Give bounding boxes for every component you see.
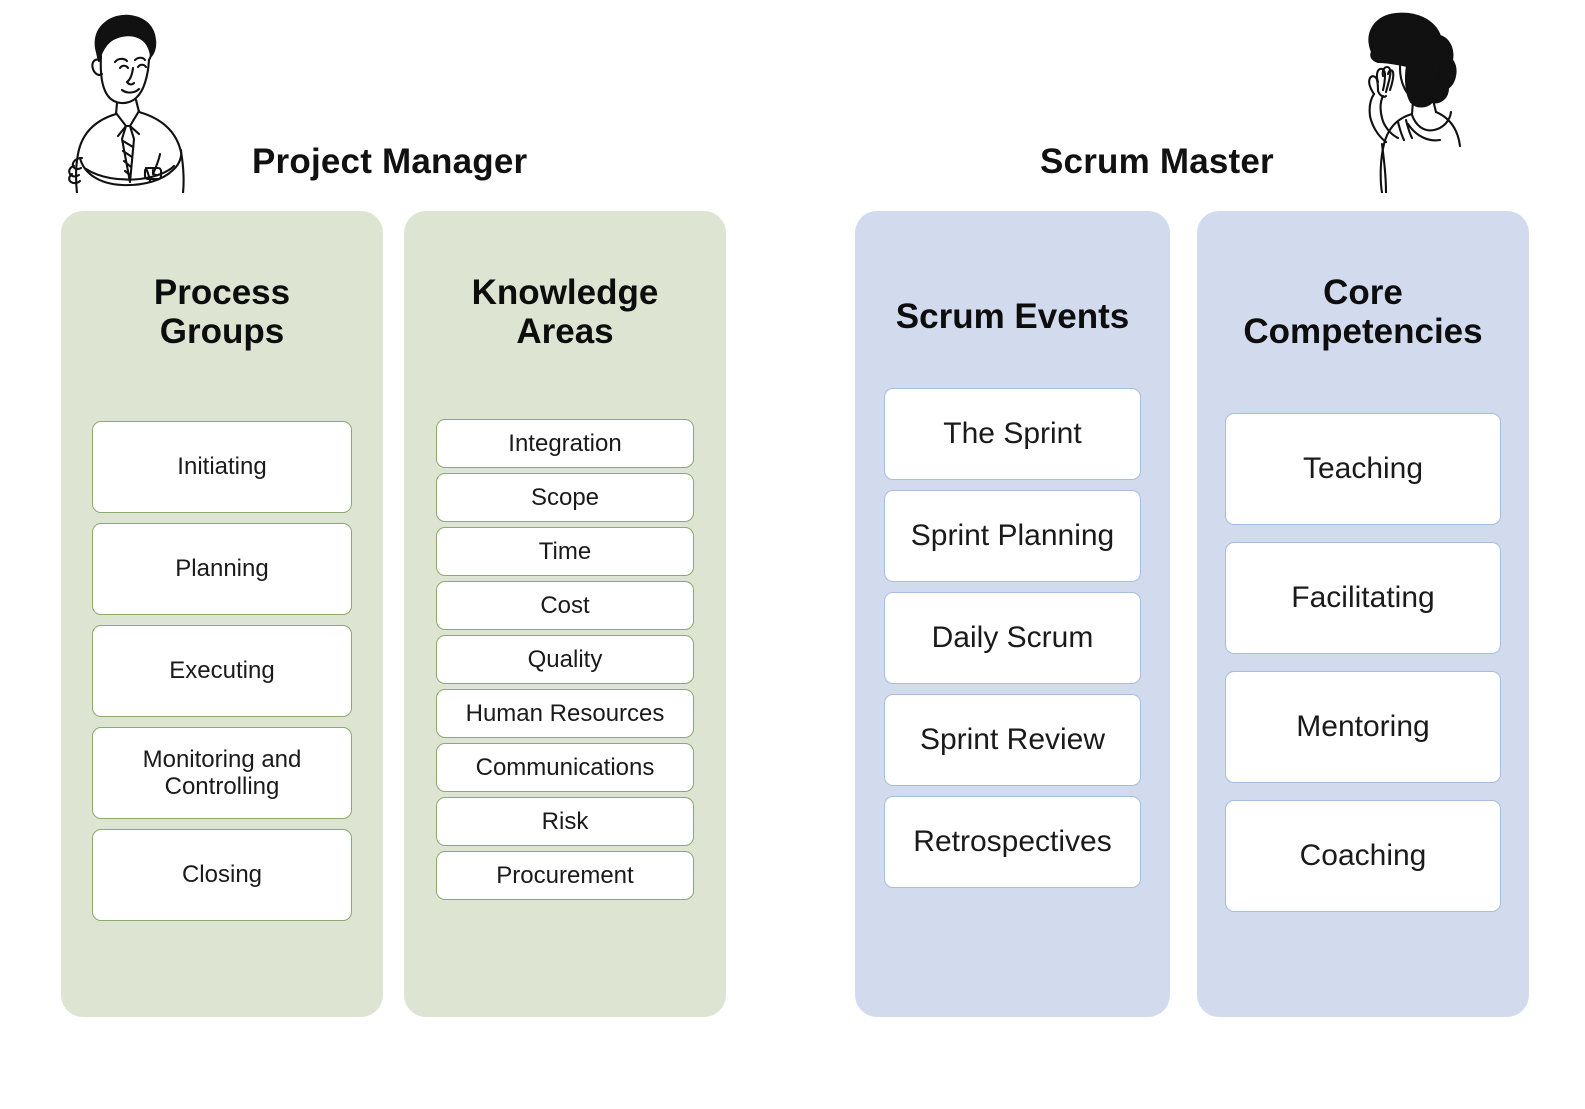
list-item[interactable]: Human Resources: [436, 689, 694, 739]
list-item[interactable]: Communications: [436, 743, 694, 793]
role-header-scrum-master: Scrum Master: [1040, 8, 1462, 193]
list-item[interactable]: Initiating: [92, 421, 352, 514]
panel-title-scrum-events: Scrum Events: [895, 297, 1130, 336]
list-item[interactable]: Integration: [436, 419, 694, 469]
panel-title-core-competencies: Core Competencies: [1243, 273, 1483, 352]
scrum-events-list: The Sprint Sprint Planning Daily Scrum S…: [884, 388, 1141, 991]
list-item[interactable]: Monitoring and Controlling: [92, 727, 352, 820]
project-manager-illustration: [60, 8, 210, 193]
panel-knowledge-areas: Knowledge Areas Integration Scope Time C…: [404, 211, 726, 1017]
panel-scrum-events: Scrum Events The Sprint Sprint Planning …: [855, 211, 1170, 1017]
list-item[interactable]: Closing: [92, 829, 352, 922]
list-item[interactable]: Retrospectives: [884, 796, 1141, 889]
list-item[interactable]: Procurement: [436, 851, 694, 901]
list-item[interactable]: The Sprint: [884, 388, 1141, 481]
process-groups-list: Initiating Planning Executing Monitoring…: [92, 421, 352, 991]
role-header-project-manager: Project Manager: [60, 8, 527, 193]
scrum-master-illustration: [1312, 8, 1462, 193]
list-item[interactable]: Sprint Review: [884, 694, 1141, 787]
list-item[interactable]: Quality: [436, 635, 694, 685]
list-item[interactable]: Time: [436, 527, 694, 577]
panel-process-groups: Process Groups Initiating Planning Execu…: [61, 211, 383, 1017]
role-title-scrum-master: Scrum Master: [1040, 142, 1274, 181]
panel-title-knowledge-areas: Knowledge Areas: [471, 273, 659, 352]
list-item[interactable]: Executing: [92, 625, 352, 718]
role-title-project-manager: Project Manager: [252, 142, 528, 181]
list-item[interactable]: Risk: [436, 797, 694, 847]
list-item[interactable]: Daily Scrum: [884, 592, 1141, 685]
list-item[interactable]: Teaching: [1225, 413, 1501, 526]
list-item[interactable]: Cost: [436, 581, 694, 631]
list-item[interactable]: Scope: [436, 473, 694, 523]
list-item[interactable]: Planning: [92, 523, 352, 616]
knowledge-areas-list: Integration Scope Time Cost Quality Huma…: [436, 419, 694, 991]
panel-title-process-groups: Process Groups: [153, 273, 291, 352]
panel-core-competencies: Core Competencies Teaching Facilitating …: [1197, 211, 1529, 1017]
list-item[interactable]: Facilitating: [1225, 542, 1501, 655]
core-competencies-list: Teaching Facilitating Mentoring Coaching: [1225, 413, 1501, 991]
list-item[interactable]: Mentoring: [1225, 671, 1501, 784]
list-item[interactable]: Sprint Planning: [884, 490, 1141, 583]
list-item[interactable]: Coaching: [1225, 800, 1501, 913]
